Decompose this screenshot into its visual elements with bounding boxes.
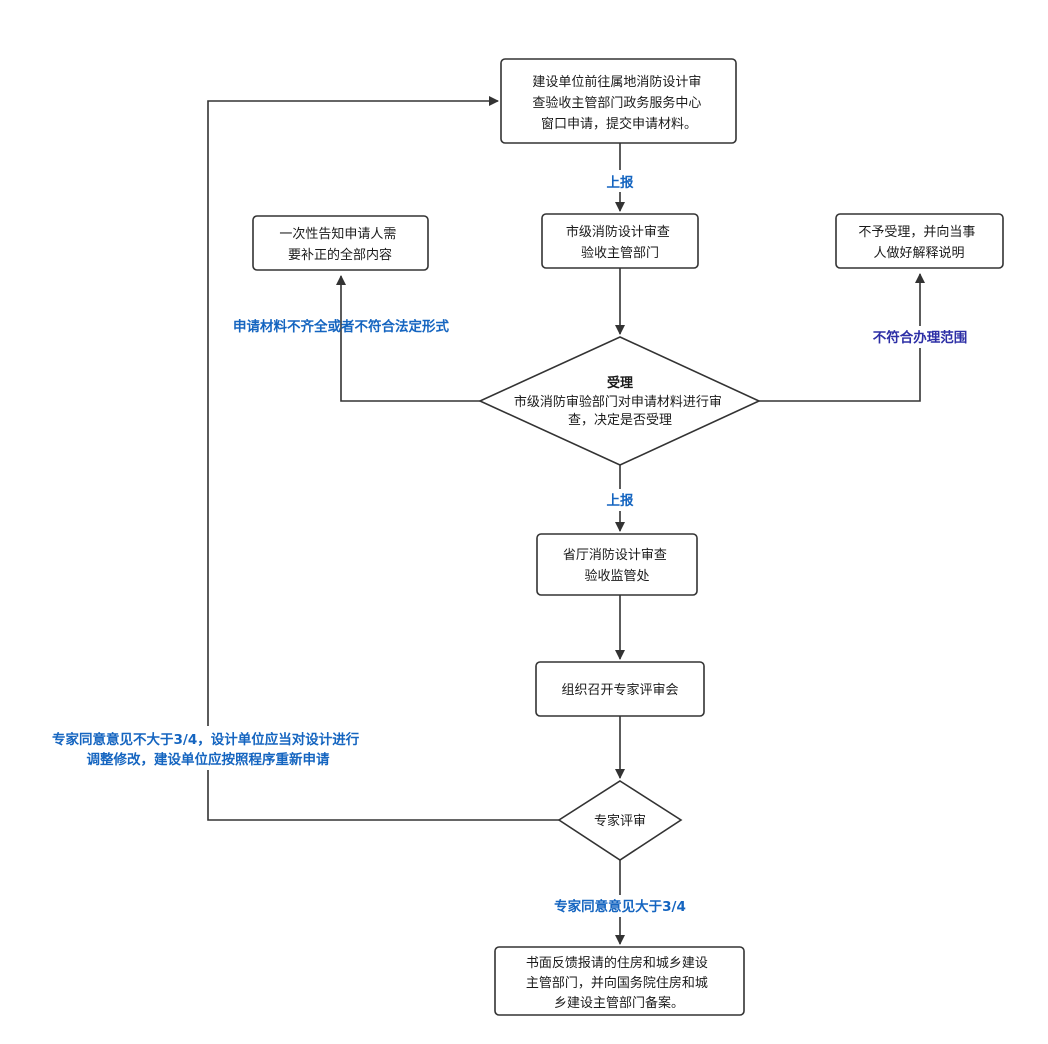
meeting-text: 组织召开专家评审会: [561, 682, 678, 698]
apply-text: 建设单位前往属地消防设计审 查验收主管部门政务服务中心 窗口申请，提交申请材料。: [532, 74, 705, 132]
review-diamond: [557, 780, 683, 861]
node-report-back: 书面反馈报请的住房和城乡建设 主管部门，并向国务院住房和城 乡建设主管部门备案。: [494, 946, 745, 1016]
edge-labels: 上报 申请材料不齐全或者不符合法定形式 不符合办理范围 上报 专家同意意见不大于…: [28, 170, 978, 917]
report-back-box: [494, 946, 745, 1016]
label-bg-report-up-2: [600, 489, 640, 511]
label-incomplete: 申请材料不齐全或者不符合法定形式: [233, 318, 449, 335]
accept-text: 市级消防审验部门对申请材料进行审 查，决定是否受理: [514, 394, 726, 428]
node-review-decision: 专家评审: [557, 780, 683, 861]
node-notify: 一次性告知申请人需 要补正的全部内容: [252, 215, 429, 271]
apply-box: [500, 58, 737, 144]
province-box: [536, 533, 698, 596]
label-bg-reapply: [28, 726, 388, 770]
reject-text: 不予受理，并向当事 人做好解释说明: [858, 224, 979, 261]
notify-text: 一次性告知申请人需 要补正的全部内容: [279, 226, 400, 263]
edge-accept-to-reject: [759, 273, 925, 402]
meeting-box: [535, 661, 705, 717]
edge-review-to-apply: [207, 96, 559, 821]
node-province: 省厅消防设计审查 验收监管处: [536, 533, 698, 596]
city-dept-text: 市级消防设计审查 验收主管部门: [566, 224, 674, 261]
review-text: 专家评审: [594, 813, 646, 829]
accept-diamond: [478, 336, 761, 466]
label-bg-report-up-1: [600, 170, 640, 192]
report-back-text: 书面反馈报请的住房和城乡建设 主管部门，并向国务院住房和城 乡建设主管部门备案。: [526, 955, 712, 1011]
notify-box: [252, 215, 429, 271]
label-bg-out-of-scope: [862, 326, 978, 348]
label-approved: 专家同意意见大于3/4: [554, 898, 686, 915]
node-meeting: 组织召开专家评审会: [535, 661, 705, 717]
city-dept-box: [541, 213, 699, 269]
node-reject: 不予受理，并向当事 人做好解释说明: [835, 213, 1004, 269]
accept-title: 受理: [607, 375, 633, 391]
label-report-up-1: 上报: [607, 175, 635, 191]
province-text: 省厅消防设计审查 验收监管处: [563, 547, 671, 584]
node-city-dept: 市级消防设计审查 验收主管部门: [541, 213, 699, 269]
edge-accept-to-notify: [336, 275, 480, 402]
node-apply: 建设单位前往属地消防设计审 查验收主管部门政务服务中心 窗口申请，提交申请材料。: [500, 58, 737, 144]
label-bg-approved: [540, 895, 700, 917]
label-report-up-2: 上报: [607, 493, 635, 509]
reject-box: [835, 213, 1004, 269]
label-reapply: 专家同意意见不大于3/4，设计单位应当对设计进行 调整修改，建设单位应按照程序重…: [52, 731, 364, 768]
node-accept-decision: 受理 市级消防审验部门对申请材料进行审 查，决定是否受理: [478, 336, 761, 466]
label-out-of-scope: 不符合办理范围: [873, 329, 968, 346]
